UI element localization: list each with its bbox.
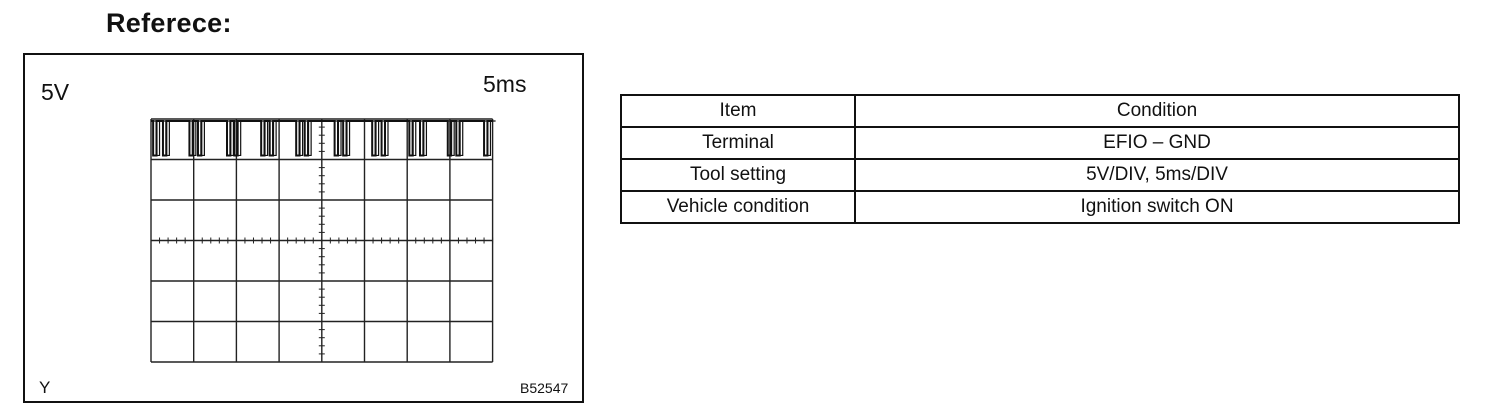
header-condition: Condition <box>854 94 1460 128</box>
cell-item: Tool setting <box>620 158 856 192</box>
voltage-division-label: 5V <box>41 79 70 105</box>
table-row: Tool setting 5V/DIV, 5ms/DIV <box>620 158 1460 192</box>
header-item: Item <box>620 94 856 128</box>
table-row: Terminal EFIO – GND <box>620 126 1460 160</box>
inspection-condition-table: Item Condition Terminal EFIO – GND Tool … <box>620 94 1460 224</box>
table-row: Vehicle condition Ignition switch ON <box>620 190 1460 224</box>
figure-code: B52547 <box>520 380 569 396</box>
ground-marker: Y <box>39 378 51 397</box>
cell-condition: Ignition switch ON <box>854 190 1460 224</box>
table-header-row: Item Condition <box>620 94 1460 128</box>
cell-condition: EFIO – GND <box>854 126 1460 160</box>
cell-item: Vehicle condition <box>620 190 856 224</box>
time-division-label: 5ms <box>483 71 527 97</box>
page-heading: Referece: <box>106 8 232 38</box>
oscilloscope-figure: 5V 5ms Y B52547 <box>23 53 584 403</box>
oscilloscope-screen <box>150 118 496 363</box>
waveform-trace-echo <box>154 120 496 157</box>
cell-item: Terminal <box>620 126 856 160</box>
cell-condition: 5V/DIV, 5ms/DIV <box>854 158 1460 192</box>
